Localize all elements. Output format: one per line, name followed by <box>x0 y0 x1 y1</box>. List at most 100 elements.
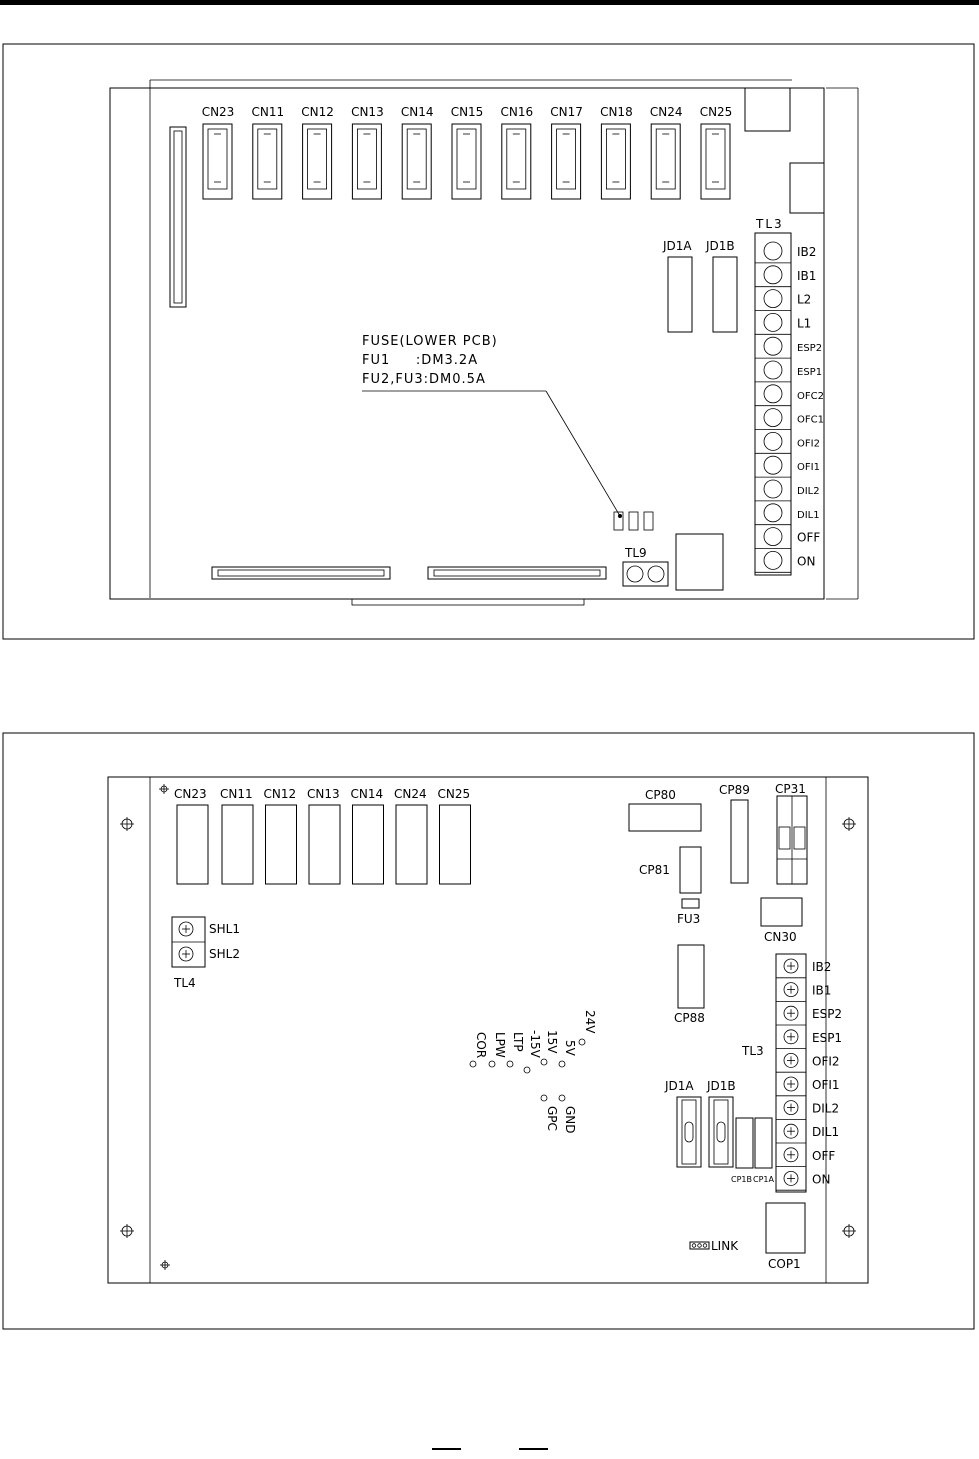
lower-connector <box>439 804 471 885</box>
lower-tl4-label: TL4 <box>173 976 196 990</box>
lower-cp81-label: CP81 <box>639 863 670 877</box>
lower-cp88 <box>677 944 705 1009</box>
lower-terminal-label: IB1 <box>812 984 831 998</box>
lower-terminal-label: ESP2 <box>812 1007 842 1021</box>
fuse-leader-line <box>545 390 621 517</box>
upper-terminal-screw <box>763 289 783 309</box>
upper-terminal-label: ESP1 <box>797 367 822 378</box>
upper-tl3-label: TL3 <box>755 217 784 231</box>
lower-jumper-label: JD1A <box>664 1079 694 1093</box>
test-point <box>506 1060 514 1068</box>
top-rule <box>0 0 979 5</box>
upper-terminal-screw <box>763 336 783 356</box>
upper-connector-label: CN12 <box>301 105 334 119</box>
lower-connector <box>395 804 428 885</box>
lower-connector-label: CN12 <box>264 787 297 801</box>
upper-bottom-connector-2 <box>427 566 607 580</box>
lower-cp1b-label: CP1B <box>731 1175 752 1184</box>
lower-jumper-jd1a <box>676 1096 702 1168</box>
lower-terminal-label: OFI2 <box>812 1054 840 1068</box>
lower-cop1 <box>765 1202 806 1254</box>
test-point-label: COR <box>474 1032 488 1058</box>
upper-fuse-note-line: FUSE(LOWER PCB) <box>362 334 498 349</box>
lower-terminal-label: DIL1 <box>812 1125 839 1139</box>
lower-terminal-label: OFI1 <box>812 1078 840 1092</box>
upper-terminal-label: OFF <box>797 531 820 545</box>
upper-connector <box>600 123 631 200</box>
upper-connector <box>700 123 731 200</box>
upper-jumper-label: JD1A <box>662 239 692 253</box>
upper-terminal-label: IB2 <box>797 245 816 259</box>
upper-left-vertical-connector <box>169 126 187 308</box>
upper-connector <box>501 123 532 200</box>
test-point <box>578 1038 586 1046</box>
test-point-label: LTP <box>511 1032 525 1052</box>
fuse-leader-dot <box>618 514 622 518</box>
lower-terminal-label: IB2 <box>812 960 831 974</box>
lower-tl3-label: TL3 <box>741 1044 764 1058</box>
lower-connector <box>221 804 254 885</box>
lower-connector-label: CN25 <box>438 787 471 801</box>
lower-connector-label: CN23 <box>174 787 207 801</box>
upper-terminal-screw <box>763 384 783 404</box>
upper-block-near-tl9 <box>675 533 724 591</box>
test-point-label: -15V <box>528 1030 542 1059</box>
upper-connector-label: CN15 <box>451 105 484 119</box>
lower-jumper-label: JD1B <box>706 1079 736 1093</box>
lower-cp31-label: CP31 <box>775 782 806 796</box>
upper-connector <box>551 123 582 200</box>
upper-connector-label: CN17 <box>550 105 583 119</box>
lower-terminal-label: DIL2 <box>812 1102 839 1116</box>
upper-terminal-label: DIL1 <box>797 510 820 521</box>
test-point-label: GPC <box>545 1106 559 1131</box>
lower-cp80 <box>628 803 702 832</box>
test-point-label: 5V <box>563 1040 577 1057</box>
test-point <box>488 1060 496 1068</box>
upper-connector <box>202 123 233 200</box>
upper-terminal-screw <box>763 431 783 451</box>
lower-link-jumper <box>689 1241 710 1250</box>
lower-cp1b <box>735 1117 754 1169</box>
upper-terminal-label: ESP2 <box>797 343 822 354</box>
upper-terminal-label: IB1 <box>797 269 816 283</box>
lower-cp1a <box>754 1117 773 1169</box>
upper-terminal-label: OFC1 <box>797 415 824 426</box>
upper-jumper-jd1b <box>712 256 738 333</box>
test-point <box>558 1060 566 1068</box>
lower-shl-label: SHL2 <box>209 947 240 961</box>
lower-connector <box>352 804 384 885</box>
test-point-label: GND <box>563 1106 577 1134</box>
upper-terminal-screw <box>763 527 783 546</box>
lower-terminal-label: ESP1 <box>812 1031 842 1045</box>
upper-tl9-terminal <box>622 561 669 587</box>
lower-cp1a-label: CP1A <box>753 1175 775 1184</box>
upper-figure-frame <box>2 43 975 640</box>
lower-tl3-terminal-block <box>775 953 807 1193</box>
upper-jumper-jd1a <box>667 256 693 333</box>
upper-terminal-label: ON <box>797 554 815 568</box>
mounting-holes <box>120 784 856 1270</box>
upper-connector-label: CN11 <box>251 105 284 119</box>
lower-figure-frame <box>2 732 975 1330</box>
lower-connector <box>308 804 341 885</box>
upper-corner-block <box>744 87 791 132</box>
upper-bottom-connector-1 <box>211 566 391 580</box>
lower-cn30 <box>760 897 803 927</box>
upper-connector-label: CN16 <box>500 105 533 119</box>
lower-terminal-screw <box>783 1029 799 1045</box>
lower-terminal-screw <box>783 1005 799 1021</box>
upper-terminal-label: OFC2 <box>797 391 824 402</box>
lower-fu3-label: FU3 <box>677 912 700 926</box>
upper-connector-label: CN24 <box>650 105 683 119</box>
lower-jumper-jd1b <box>708 1096 734 1168</box>
lower-cn30-label: CN30 <box>764 930 797 944</box>
upper-connector <box>351 123 382 200</box>
lower-cp89 <box>730 799 749 884</box>
test-point <box>540 1094 548 1102</box>
test-point <box>523 1066 531 1074</box>
upper-terminal-label: OFI2 <box>797 438 820 449</box>
